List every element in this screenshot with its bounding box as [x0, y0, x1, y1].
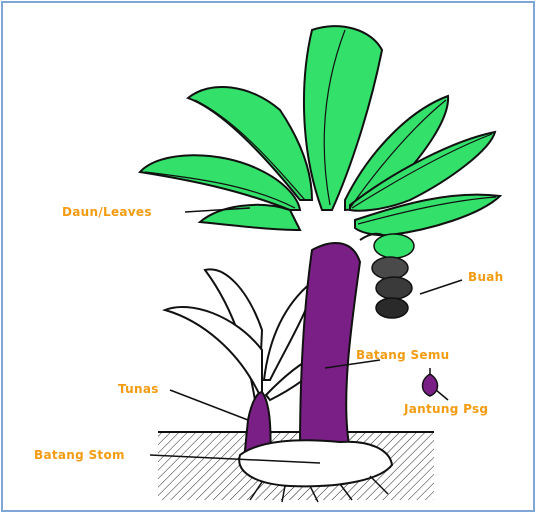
label-buah: Buah	[468, 270, 504, 284]
label-batang-semu: Batang Semu	[356, 348, 450, 362]
label-daun: Daun/Leaves	[62, 205, 152, 219]
pseudo-stem	[300, 243, 360, 450]
banana-heart	[423, 368, 438, 396]
label-tunas: Tunas	[118, 382, 159, 396]
label-batang-stom: Batang Stom	[34, 448, 125, 462]
label-jantung: Jantung Psg	[404, 402, 488, 416]
fruit-bunch	[360, 234, 414, 318]
